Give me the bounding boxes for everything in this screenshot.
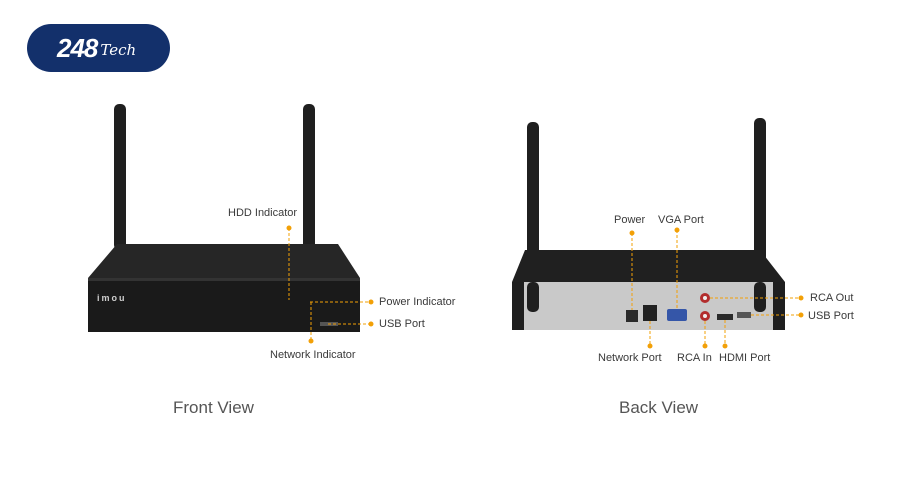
back-label-vga-port: VGA Port bbox=[658, 214, 704, 226]
back-usb-port bbox=[737, 312, 751, 318]
front-right-antenna bbox=[303, 104, 315, 250]
back-top-face bbox=[512, 250, 785, 282]
logo-number: 248 bbox=[57, 32, 98, 63]
logo-suffix: Tech bbox=[100, 41, 137, 59]
back-label-rca-out: RCA Out bbox=[810, 292, 854, 304]
back-label-usb-port: USB Port bbox=[808, 310, 854, 322]
front-label-network-indicator: Network Indicator bbox=[270, 349, 356, 361]
front-top-face bbox=[88, 244, 360, 278]
back-label-rca-in: RCA In bbox=[677, 352, 712, 364]
back-label-network-port: Network Port bbox=[598, 352, 662, 364]
back-network-port bbox=[643, 305, 657, 321]
back-hdmi-port bbox=[717, 314, 733, 320]
front-label-usb-port: USB Port bbox=[379, 318, 425, 330]
front-view-title: Front View bbox=[173, 398, 254, 417]
front-left-antenna bbox=[114, 104, 126, 250]
front-brand-text: imou bbox=[97, 293, 127, 303]
back-view-title: Back View bbox=[619, 398, 699, 417]
front-face bbox=[88, 278, 360, 332]
back-label-hdmi-port: HDMI Port bbox=[719, 352, 771, 364]
back-vga-port bbox=[667, 309, 687, 321]
back-power-port bbox=[626, 310, 638, 322]
brand-logo: 248 Tech bbox=[27, 24, 170, 72]
front-label-hdd-indicator: HDD Indicator bbox=[228, 207, 298, 219]
back-label-power: Power bbox=[614, 214, 646, 226]
front-label-power-indicator: Power Indicator bbox=[379, 296, 456, 308]
